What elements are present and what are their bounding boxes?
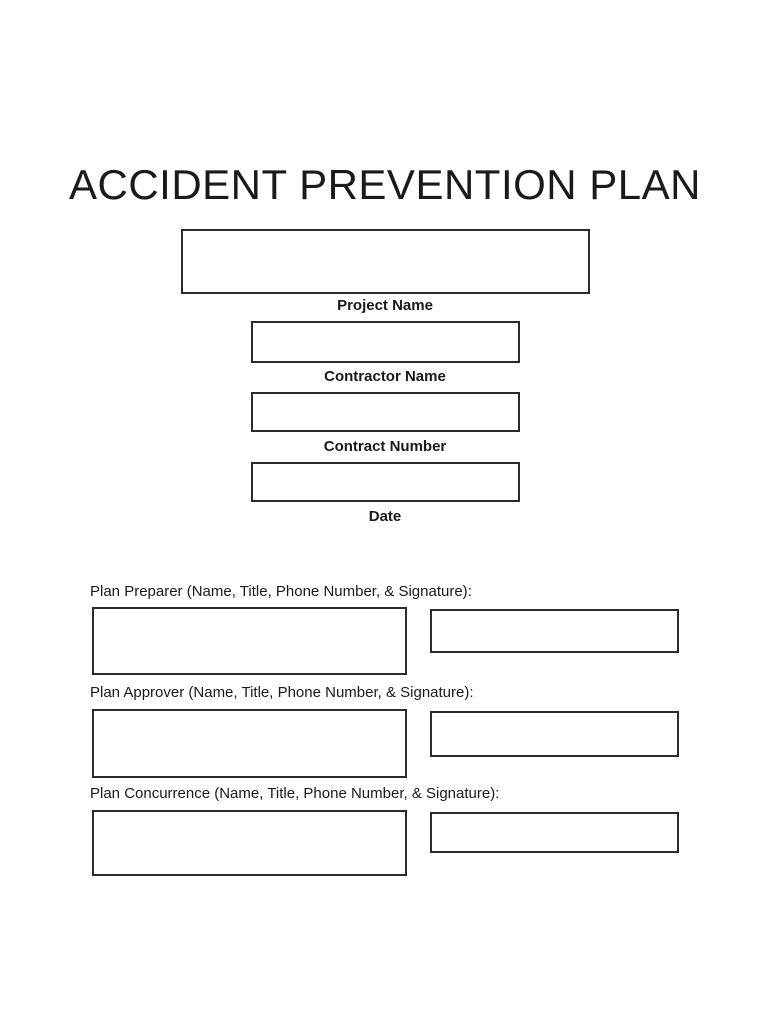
project-name-field[interactable] [181,229,590,294]
plan-concurrence-label: Plan Concurrence (Name, Title, Phone Num… [90,785,500,802]
plan-concurrence-info-field[interactable] [92,810,407,876]
page-title: ACCIDENT PREVENTION PLAN [68,161,701,208]
contractor-name-field[interactable] [251,321,520,363]
contract-number-label: Contract Number [323,438,447,455]
plan-preparer-info-field[interactable] [92,607,407,675]
plan-concurrence-signature-field[interactable] [430,812,679,853]
project-name-label: Project Name [337,297,433,314]
plan-approver-label: Plan Approver (Name, Title, Phone Number… [90,684,474,701]
contract-number-field[interactable] [251,392,520,432]
plan-approver-signature-field[interactable] [430,711,679,757]
plan-preparer-signature-field[interactable] [430,609,679,653]
plan-preparer-label: Plan Preparer (Name, Title, Phone Number… [90,583,472,600]
date-label: Date [368,508,402,525]
plan-approver-info-field[interactable] [92,709,407,778]
contractor-name-label: Contractor Name [324,368,446,385]
date-field[interactable] [251,462,520,502]
